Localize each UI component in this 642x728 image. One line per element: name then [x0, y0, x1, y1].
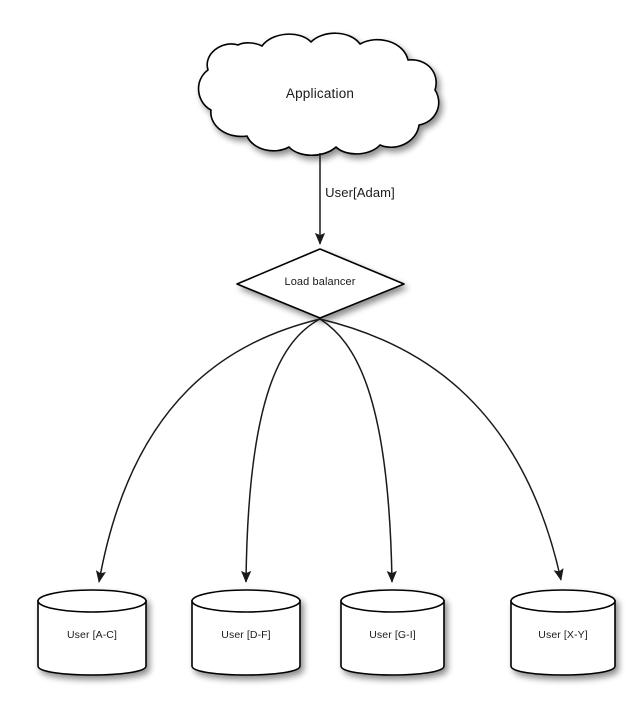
cloud-icon [197, 32, 440, 157]
edge-label-user-adam: User[Adam] [325, 185, 395, 200]
database-icon-1 [37, 589, 147, 676]
database-label-1: User [A-C] [66, 629, 117, 641]
edge-balancer-to-db-2 [241, 318, 321, 583]
database-icon-4 [510, 589, 616, 676]
diamond-label: Load balancer [284, 276, 356, 288]
database-label-3: User [G-I] [369, 629, 416, 641]
edge-balancer-to-db-1 [95, 318, 321, 583]
database-icon-2 [191, 589, 301, 676]
database-label-4: User [X-Y] [538, 629, 588, 641]
database-icon-3 [340, 589, 445, 676]
edge-balancer-to-db-4 [319, 318, 564, 581]
diamond-icon [236, 248, 405, 319]
cloud-label: Application [285, 86, 355, 101]
database-label-2: User [D-F] [221, 629, 271, 641]
edge-balancer-to-db-3 [319, 318, 397, 583]
